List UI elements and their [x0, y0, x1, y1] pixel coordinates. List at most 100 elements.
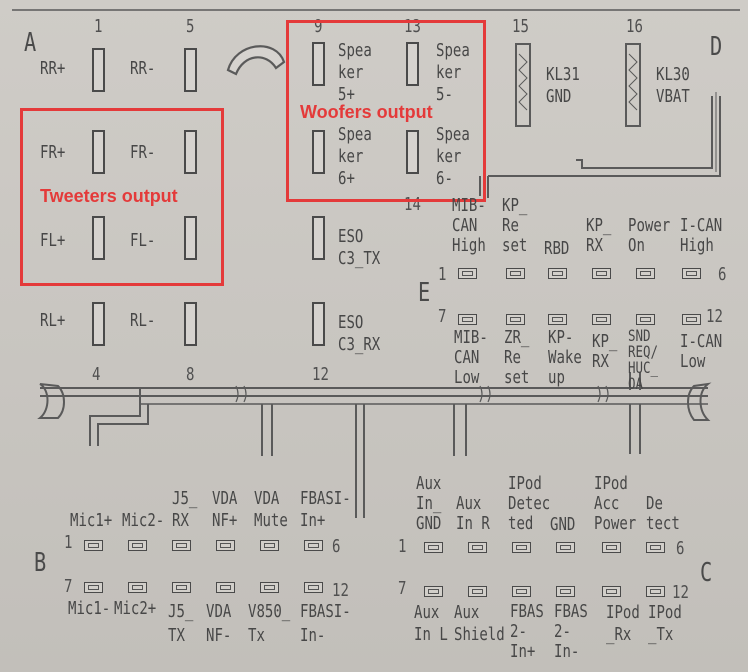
tweeters-highlight-box — [20, 108, 224, 286]
c-pin-10 — [556, 586, 575, 597]
c-pin-9 — [512, 586, 531, 597]
label-kl31-gnd: KL31 GND — [546, 64, 580, 107]
pin-eso-tx — [312, 216, 325, 260]
e-label-i-can-high: I-CAN High — [680, 215, 723, 256]
pin-rr-plus — [92, 48, 105, 92]
b-label-v850-tx: V850_ Tx — [248, 601, 291, 646]
e-pin-10 — [592, 314, 611, 325]
b-pin-number-1: 1 — [64, 532, 73, 553]
label-fr-plus: FR+ — [40, 142, 66, 163]
b-pin-9 — [172, 582, 191, 593]
pin-number-5: 5 — [186, 16, 195, 37]
b-pin-11 — [260, 582, 279, 593]
e-pin-12 — [682, 314, 701, 325]
e-label-kp-rx: KP_ RX — [586, 215, 612, 256]
e-pin-2 — [506, 268, 525, 279]
c-pin-number-7: 7 — [398, 578, 407, 599]
b-pin-2 — [128, 540, 147, 551]
label-fl-plus: FL+ — [40, 230, 66, 251]
pin-number-8: 8 — [186, 364, 195, 385]
b-pin-10 — [216, 582, 235, 593]
c-pin-12 — [646, 586, 665, 597]
pin-rr-minus — [184, 48, 197, 92]
label-rr-minus: RR- — [130, 58, 156, 79]
pin-rl-minus — [184, 302, 197, 346]
pin-speaker-5-minus — [406, 42, 419, 86]
label-speaker-5-minus: Spea ker 5- — [436, 40, 470, 105]
c-label-ipod-rx: IPod _Rx — [606, 602, 640, 645]
e-label-kp-reset: KP_ Re set — [502, 195, 528, 256]
c-label-detect: De tect — [646, 493, 680, 534]
label-rr-plus: RR+ — [40, 58, 66, 79]
tweeters-output-label: Tweeters output — [40, 186, 178, 206]
zone-label-e: E — [418, 278, 431, 308]
e-pin-5 — [636, 268, 655, 279]
pin-speaker-6-minus — [406, 130, 419, 174]
e-pin-9 — [548, 314, 567, 325]
c-label-aux-shield: Aux Shield — [454, 602, 505, 645]
e-label-kp-wakeup: KP- Wake up — [548, 327, 582, 388]
e-pin-number-1: 1 — [438, 264, 447, 285]
label-fl-minus: FL- — [130, 230, 156, 251]
b-label-vda-nf-plus: VDA NF+ — [212, 488, 238, 531]
e-pin-11 — [636, 314, 655, 325]
e-label-mib-can-high: MIB- CAN High — [452, 195, 486, 256]
c-pin-2 — [468, 542, 487, 553]
b-label-j5-rx: J5_ RX — [172, 488, 198, 531]
b-pin-4 — [216, 540, 235, 551]
e-label-mib-can-low: MIB- CAN Low — [454, 327, 488, 388]
b-label-fbasi-in-minus: FBASI- In- — [300, 601, 351, 646]
b-label-fbasi-in-plus: FBASI- In+ — [300, 488, 351, 531]
zone-label-c: C — [700, 558, 713, 588]
c-label-aux-in-r: Aux In R — [456, 493, 490, 534]
c-pin-4 — [556, 542, 575, 553]
e-pin-8 — [506, 314, 525, 325]
label-rl-minus: RL- — [130, 310, 156, 331]
e-pin-7 — [458, 314, 477, 325]
zone-label-b: B — [34, 548, 47, 578]
pin-number-1: 1 — [94, 16, 103, 37]
e-label-zr-reset: ZR_ Re set — [504, 327, 530, 388]
b-pin-3 — [172, 540, 191, 551]
label-speaker-6-minus: Spea ker 6- — [436, 124, 470, 189]
e-label-kp-rx-2: KP_ RX — [592, 331, 618, 372]
e-pin-number-12: 12 — [706, 306, 723, 327]
label-speaker-5-plus: Spea ker 5+ — [338, 40, 372, 105]
b-pin-6 — [304, 540, 323, 551]
pin-fr-plus — [92, 130, 105, 174]
e-label-i-can-low: I-CAN Low — [680, 331, 723, 372]
c-pin-7 — [424, 586, 443, 597]
b-pin-number-7: 7 — [64, 576, 73, 597]
label-eso-tx: ESO C3_TX — [338, 226, 381, 269]
b-label-mic2-minus: Mic2- — [122, 510, 165, 531]
pin-fl-plus — [92, 216, 105, 260]
c-pin-1 — [424, 542, 443, 553]
c-pin-number-1: 1 — [398, 536, 407, 557]
c-label-aux-in-l: Aux In L — [414, 602, 448, 645]
e-pin-6 — [682, 268, 701, 279]
pin-speaker-6-plus — [312, 130, 325, 174]
e-label-rbd: RBD — [544, 238, 570, 259]
b-pin-5 — [260, 540, 279, 551]
label-eso-rx: ESO C3_RX — [338, 312, 381, 355]
c-pin-3 — [512, 542, 531, 553]
label-rl-plus: RL+ — [40, 310, 66, 331]
zone-label-a: A — [24, 28, 37, 58]
pin-number-12: 12 — [312, 364, 329, 385]
pin-fr-minus — [184, 130, 197, 174]
pin-eso-rx — [312, 302, 325, 346]
pin-speaker-5-plus — [312, 42, 325, 86]
b-label-mic1-minus: Mic1- — [68, 598, 111, 619]
e-label-power-on: Power On — [628, 215, 671, 256]
label-speaker-6-plus: Spea ker 6+ — [338, 124, 372, 189]
c-pin-number-6: 6 — [676, 538, 685, 559]
b-label-mic2-plus: Mic2+ — [114, 598, 157, 619]
b-pin-number-12: 12 — [332, 580, 349, 601]
b-pin-1 — [84, 540, 103, 551]
b-pin-7 — [84, 582, 103, 593]
pin-number-16: 16 — [626, 16, 643, 37]
c-pin-number-12: 12 — [672, 582, 689, 603]
c-label-gnd: GND — [550, 514, 576, 535]
